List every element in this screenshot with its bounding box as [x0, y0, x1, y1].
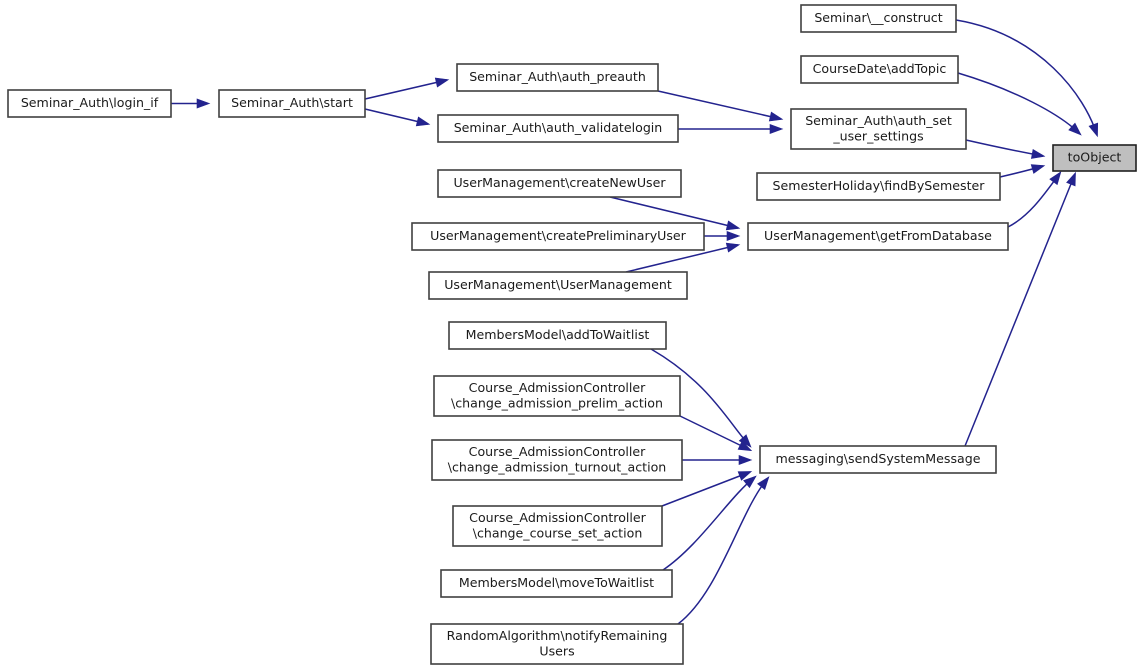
call-edge — [964, 171, 1076, 447]
graph-node-semesterholiday_findbysemester[interactable]: SemesterHoliday\findBySemester — [756, 172, 1001, 201]
call-edge — [955, 19, 1099, 138]
node-box[interactable] — [456, 63, 659, 92]
node-box[interactable] — [800, 4, 957, 33]
node-box[interactable] — [437, 169, 682, 198]
node-box[interactable] — [433, 375, 681, 417]
edge-arrowhead-icon — [738, 454, 753, 466]
graph-node-movetowaitlist[interactable]: MembersModel\moveToWaitlist — [440, 569, 673, 598]
edge-arrowhead-icon — [1030, 164, 1046, 174]
node-box[interactable] — [759, 445, 997, 474]
node-box[interactable] — [800, 55, 959, 84]
graph-node-createpreliminaryuser[interactable]: UserManagement\createPreliminaryUser — [411, 222, 705, 251]
edge-line — [661, 471, 751, 507]
call-edge — [661, 471, 753, 507]
call-edge — [364, 108, 431, 127]
call-edge — [662, 475, 757, 571]
call-edge — [364, 77, 450, 100]
graph-node-usermanagement[interactable]: UserManagement\UserManagement — [428, 271, 688, 300]
edge-line — [965, 139, 1044, 157]
node-box[interactable] — [7, 89, 172, 118]
graph-node-change_admission_turnout_action[interactable]: Course_AdmissionController\change_admiss… — [431, 439, 683, 481]
edge-line — [955, 19, 1098, 136]
call-edge — [704, 230, 741, 242]
graph-node-coursedate_addtopic[interactable]: CourseDate\addTopic — [800, 55, 959, 84]
node-box[interactable] — [747, 222, 1009, 251]
graph-node-auth_set_user_settings[interactable]: Seminar_Auth\auth_set_user_settings — [790, 108, 967, 150]
graph-node-createnewuser[interactable]: UserManagement\createNewUser — [437, 169, 682, 198]
node-box[interactable] — [218, 89, 366, 118]
edge-line — [677, 477, 769, 625]
edge-line — [964, 173, 1076, 447]
graph-node-change_course_set_action[interactable]: Course_AdmissionController\change_course… — [452, 505, 663, 547]
edge-arrowhead-icon — [1088, 122, 1099, 138]
graph-node-sendsystemmessage[interactable]: messaging\sendSystemMessage — [759, 445, 997, 474]
edges-layer — [171, 19, 1099, 625]
graph-node-auth_validatelogin[interactable]: Seminar_Auth\auth_validatelogin — [437, 114, 679, 143]
graph-node-toobject[interactable]: toObject — [1052, 144, 1137, 172]
node-box[interactable] — [790, 108, 967, 150]
graph-node-getfromdatabase[interactable]: UserManagement\getFromDatabase — [747, 222, 1009, 251]
call-edge — [682, 454, 753, 466]
node-box[interactable] — [411, 222, 705, 251]
edge-arrowhead-icon — [415, 116, 431, 127]
node-box[interactable] — [428, 271, 688, 300]
edge-arrowhead-icon — [737, 471, 753, 481]
node-box[interactable] — [756, 172, 1001, 201]
edge-line — [625, 244, 739, 273]
node-box[interactable] — [430, 623, 684, 665]
call-edge — [965, 139, 1046, 159]
call-edge — [609, 196, 741, 231]
graph-node-start[interactable]: Seminar_Auth\start — [218, 89, 366, 118]
edge-arrowhead-icon — [726, 230, 741, 242]
call-edge — [657, 90, 784, 122]
graph-node-auth_preauth[interactable]: Seminar_Auth\auth_preauth — [456, 63, 659, 92]
graph-node-seminar_construct[interactable]: Seminar\__construct — [800, 4, 957, 33]
edge-arrowhead-icon — [1049, 171, 1062, 186]
call-edge — [677, 476, 770, 625]
edge-arrowhead-icon — [1068, 122, 1082, 136]
edge-arrowhead-icon — [743, 475, 757, 489]
edge-arrowhead-icon — [434, 77, 450, 88]
edge-arrowhead-icon — [1066, 171, 1076, 187]
edge-line — [609, 196, 739, 229]
edge-line — [364, 79, 448, 100]
graph-node-login_if[interactable]: Seminar_Auth\login_if — [7, 89, 172, 118]
node-box[interactable] — [431, 439, 683, 481]
node-box[interactable] — [440, 569, 673, 598]
edge-line — [679, 415, 751, 451]
edge-arrowhead-icon — [1030, 148, 1046, 159]
edge-line — [657, 90, 782, 120]
edge-arrowhead-icon — [769, 123, 784, 135]
call-edge — [957, 72, 1082, 136]
graph-node-change_admission_prelim_action[interactable]: Course_AdmissionController\change_admiss… — [433, 375, 681, 417]
node-box[interactable] — [437, 114, 679, 143]
node-box[interactable] — [452, 505, 663, 547]
edge-arrowhead-icon — [725, 242, 741, 253]
call-edge — [171, 98, 211, 109]
edge-line — [957, 72, 1081, 135]
edge-arrowhead-icon — [725, 220, 741, 231]
node-box[interactable] — [448, 321, 667, 350]
edge-arrowhead-icon — [196, 98, 211, 109]
call-edge — [678, 123, 784, 135]
call-edge — [1007, 171, 1062, 228]
edge-arrowhead-icon — [768, 111, 784, 122]
edge-arrowhead-icon — [757, 476, 770, 490]
call-edge — [625, 242, 741, 273]
graph-node-addtowaitlist[interactable]: MembersModel\addToWaitlist — [448, 321, 667, 350]
call-edge — [679, 415, 753, 452]
call-edge — [999, 164, 1046, 178]
edge-arrowhead-icon — [737, 440, 753, 452]
node-box[interactable] — [1052, 144, 1137, 172]
edge-line — [662, 476, 756, 571]
